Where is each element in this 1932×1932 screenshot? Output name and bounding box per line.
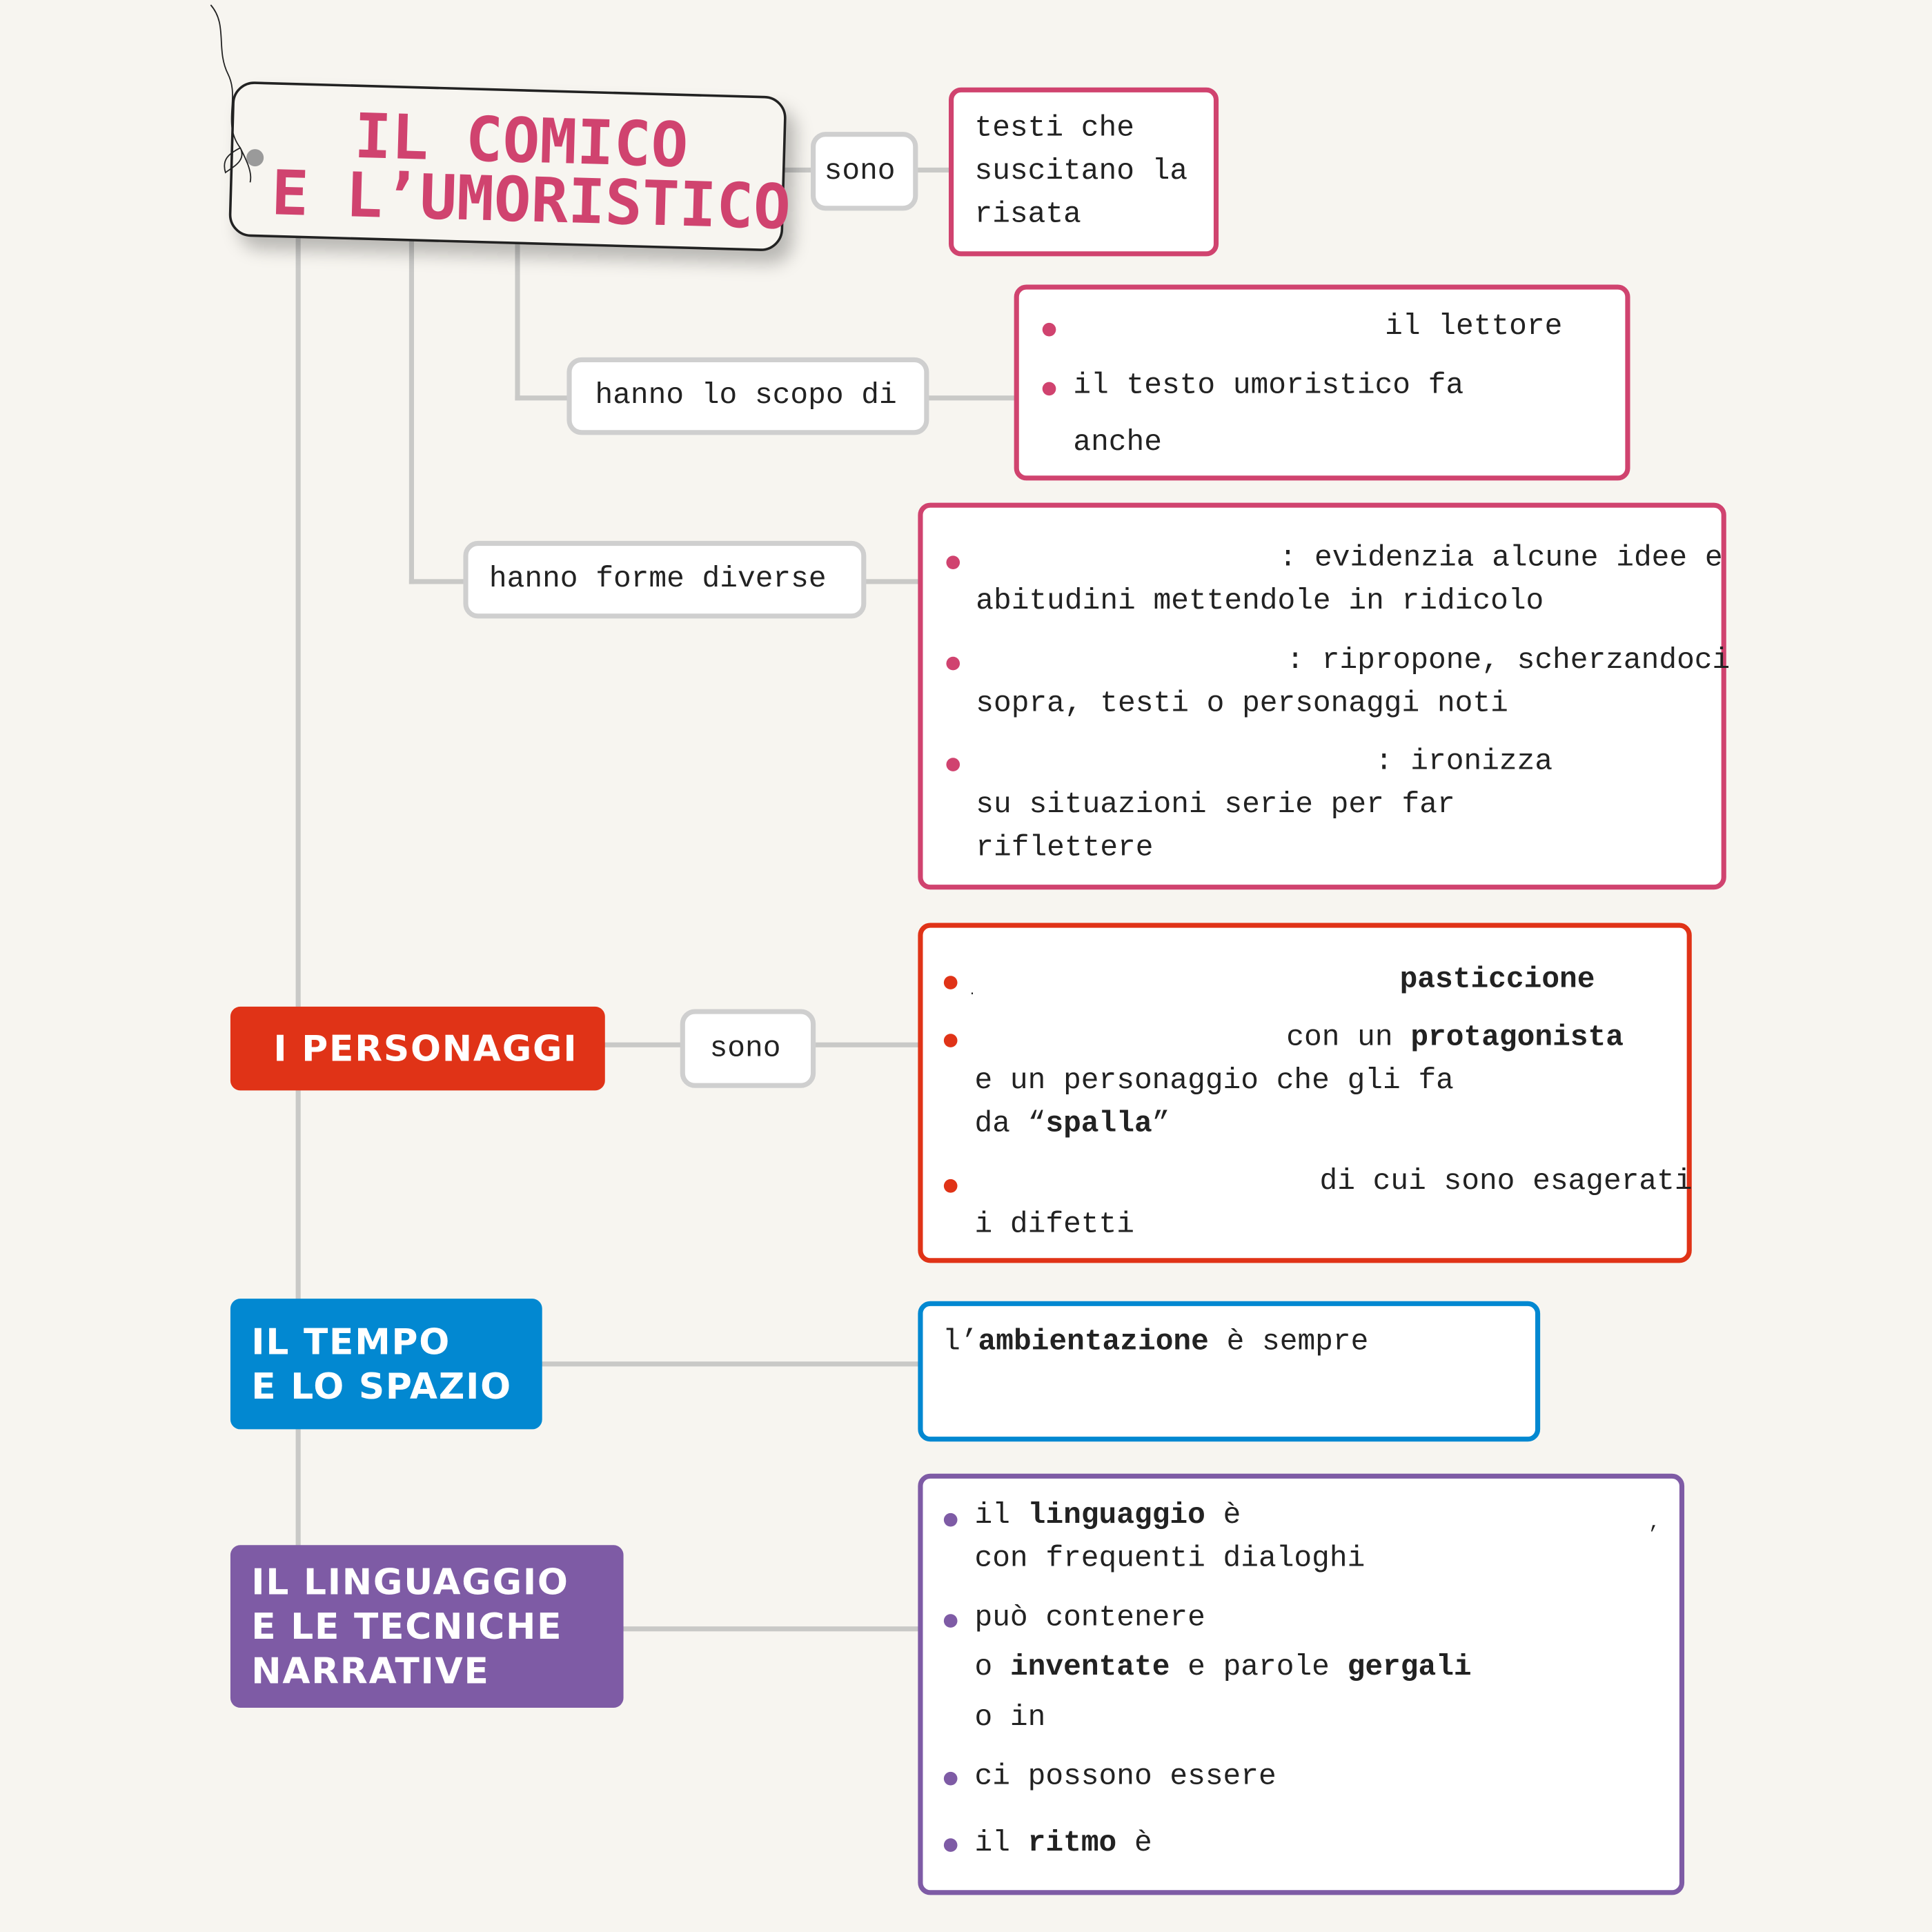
bullet-icon (946, 656, 960, 671)
linguaggio-item: o in (974, 1702, 1046, 1735)
forme-label: hanno forme diverse (489, 563, 827, 597)
linguaggio-box (918, 1473, 1685, 1895)
text: il (974, 1499, 1028, 1533)
text: ” (1152, 1107, 1170, 1141)
linguaggio-header: IL LINGUAGGIO E LE TECNICHE NARRATIVE (230, 1545, 624, 1708)
bullet-icon (943, 1179, 958, 1193)
tempo-item: l’ambientazione è sempre (943, 1325, 1368, 1360)
bullet-icon (1042, 322, 1056, 337)
bullet-icon (943, 976, 958, 989)
tempo-header-line: IL TEMPO (251, 1321, 451, 1363)
scopo-box (1014, 284, 1630, 481)
connector-main-vertical (295, 234, 301, 1552)
text: con un (1286, 1021, 1411, 1055)
forme-item: : ripropone, scherzandoci (1286, 644, 1731, 678)
text: l’ (943, 1325, 978, 1359)
tempo-header-line: E LO SPAZIO (251, 1365, 512, 1408)
forme-item: sopra, testi o personaggi noti (976, 687, 1508, 721)
sono-label: sono (824, 155, 896, 189)
bullet-icon (946, 555, 960, 569)
bullet-icon (946, 758, 960, 771)
text-bold: linguaggio (1027, 1499, 1205, 1533)
text: o (974, 1650, 1010, 1685)
personaggi-item: di cui sono esagerati (1319, 1165, 1693, 1199)
scopo-connector-box (566, 357, 929, 435)
tempo-header: IL TEMPO E LO SPAZIO (230, 1299, 542, 1430)
definition-box (948, 87, 1219, 257)
string-icon (210, 4, 264, 183)
personaggi-box (918, 923, 1692, 1263)
text-bold: protagonista (1410, 1021, 1624, 1055)
connector-scopo-vertical (515, 240, 520, 401)
tempo-box (918, 1301, 1541, 1442)
connector-forme-horizontal (408, 579, 466, 584)
sono-connector-box (810, 132, 918, 211)
bullet-icon (943, 1771, 958, 1786)
text: è sempre (1208, 1325, 1369, 1359)
forme-box (918, 502, 1726, 890)
connector-forme-box (862, 579, 920, 584)
personaggi-header: I PERSONAGGI (230, 1006, 605, 1091)
linguaggio-item: o inventate e parole gergali (974, 1651, 1471, 1686)
scopo-item: il testo umoristico fa (1073, 369, 1464, 403)
forme-connector-box (463, 540, 867, 619)
title-tag: IL COMICO E L’UMORISTICO (228, 81, 791, 252)
text-bold: ambientazione (978, 1325, 1209, 1359)
personaggi-sono-box (680, 1009, 816, 1088)
scopo-label: hanno lo scopo di (595, 379, 897, 413)
forme-item: riflettere (976, 831, 1154, 865)
text-bold: gergali (1347, 1650, 1472, 1685)
personaggi-sono-label: sono (709, 1032, 781, 1066)
linguaggio-item: , (1648, 1512, 1661, 1535)
personaggi-item: con un protagonista (1286, 1021, 1624, 1056)
personaggi-item: pasticcione (1399, 963, 1595, 997)
text: è (1116, 1827, 1152, 1861)
linguaggio-item: con frequenti dialoghi (974, 1542, 1366, 1576)
connector-scopo-horizontal (515, 395, 569, 401)
definition-line: risata (974, 198, 1081, 232)
linguaggio-header-line: IL LINGUAGGIO (251, 1561, 569, 1604)
linguaggio-item: il ritmo è (974, 1827, 1152, 1862)
personaggi-item: . (968, 985, 976, 1000)
forme-item: su situazioni serie per far (976, 788, 1455, 822)
forme-item: : evidenzia alcune idee e (1279, 542, 1723, 575)
bullet-icon (1042, 382, 1056, 396)
connector-forme-vertical (408, 240, 414, 584)
text: da “ (974, 1107, 1046, 1141)
bullet-icon (943, 1034, 958, 1047)
title-line-2: E L’UMORISTICO (270, 157, 792, 244)
personaggi-item: i difetti (974, 1208, 1134, 1242)
bullet-icon (943, 1838, 958, 1852)
personaggi-item: da “spalla” (974, 1107, 1170, 1142)
connector-linguaggio (620, 1626, 920, 1632)
forme-item: abitudini mettendole in ridicolo (976, 585, 1544, 619)
forme-item: : ironizza (1374, 745, 1553, 779)
text-bold: inventate (1009, 1650, 1170, 1685)
bullet-icon (943, 1614, 958, 1628)
linguaggio-item: il linguaggio è (974, 1499, 1241, 1534)
scopo-item: anche (1073, 426, 1162, 460)
text-bold: spalla (1045, 1107, 1152, 1141)
text: è (1205, 1499, 1241, 1533)
personaggi-item: e un personaggio che gli fa (974, 1064, 1454, 1098)
text: e parole (1170, 1650, 1348, 1685)
linguaggio-item: può contenere (974, 1601, 1205, 1635)
connector-tempo (538, 1361, 920, 1367)
text: il (974, 1827, 1028, 1861)
bullet-icon (943, 1512, 958, 1527)
text-bold: ritmo (1027, 1827, 1117, 1861)
definition-line: suscitano la (974, 155, 1188, 189)
scopo-item: il lettore (1385, 310, 1563, 344)
linguaggio-item: ci possono essere (974, 1760, 1276, 1794)
connector-scopo-box (924, 395, 1017, 401)
linguaggio-header-line: E LE TECNICHE (251, 1605, 563, 1648)
linguaggio-header-line: NARRATIVE (251, 1650, 490, 1692)
definition-line: testi che (974, 112, 1134, 146)
